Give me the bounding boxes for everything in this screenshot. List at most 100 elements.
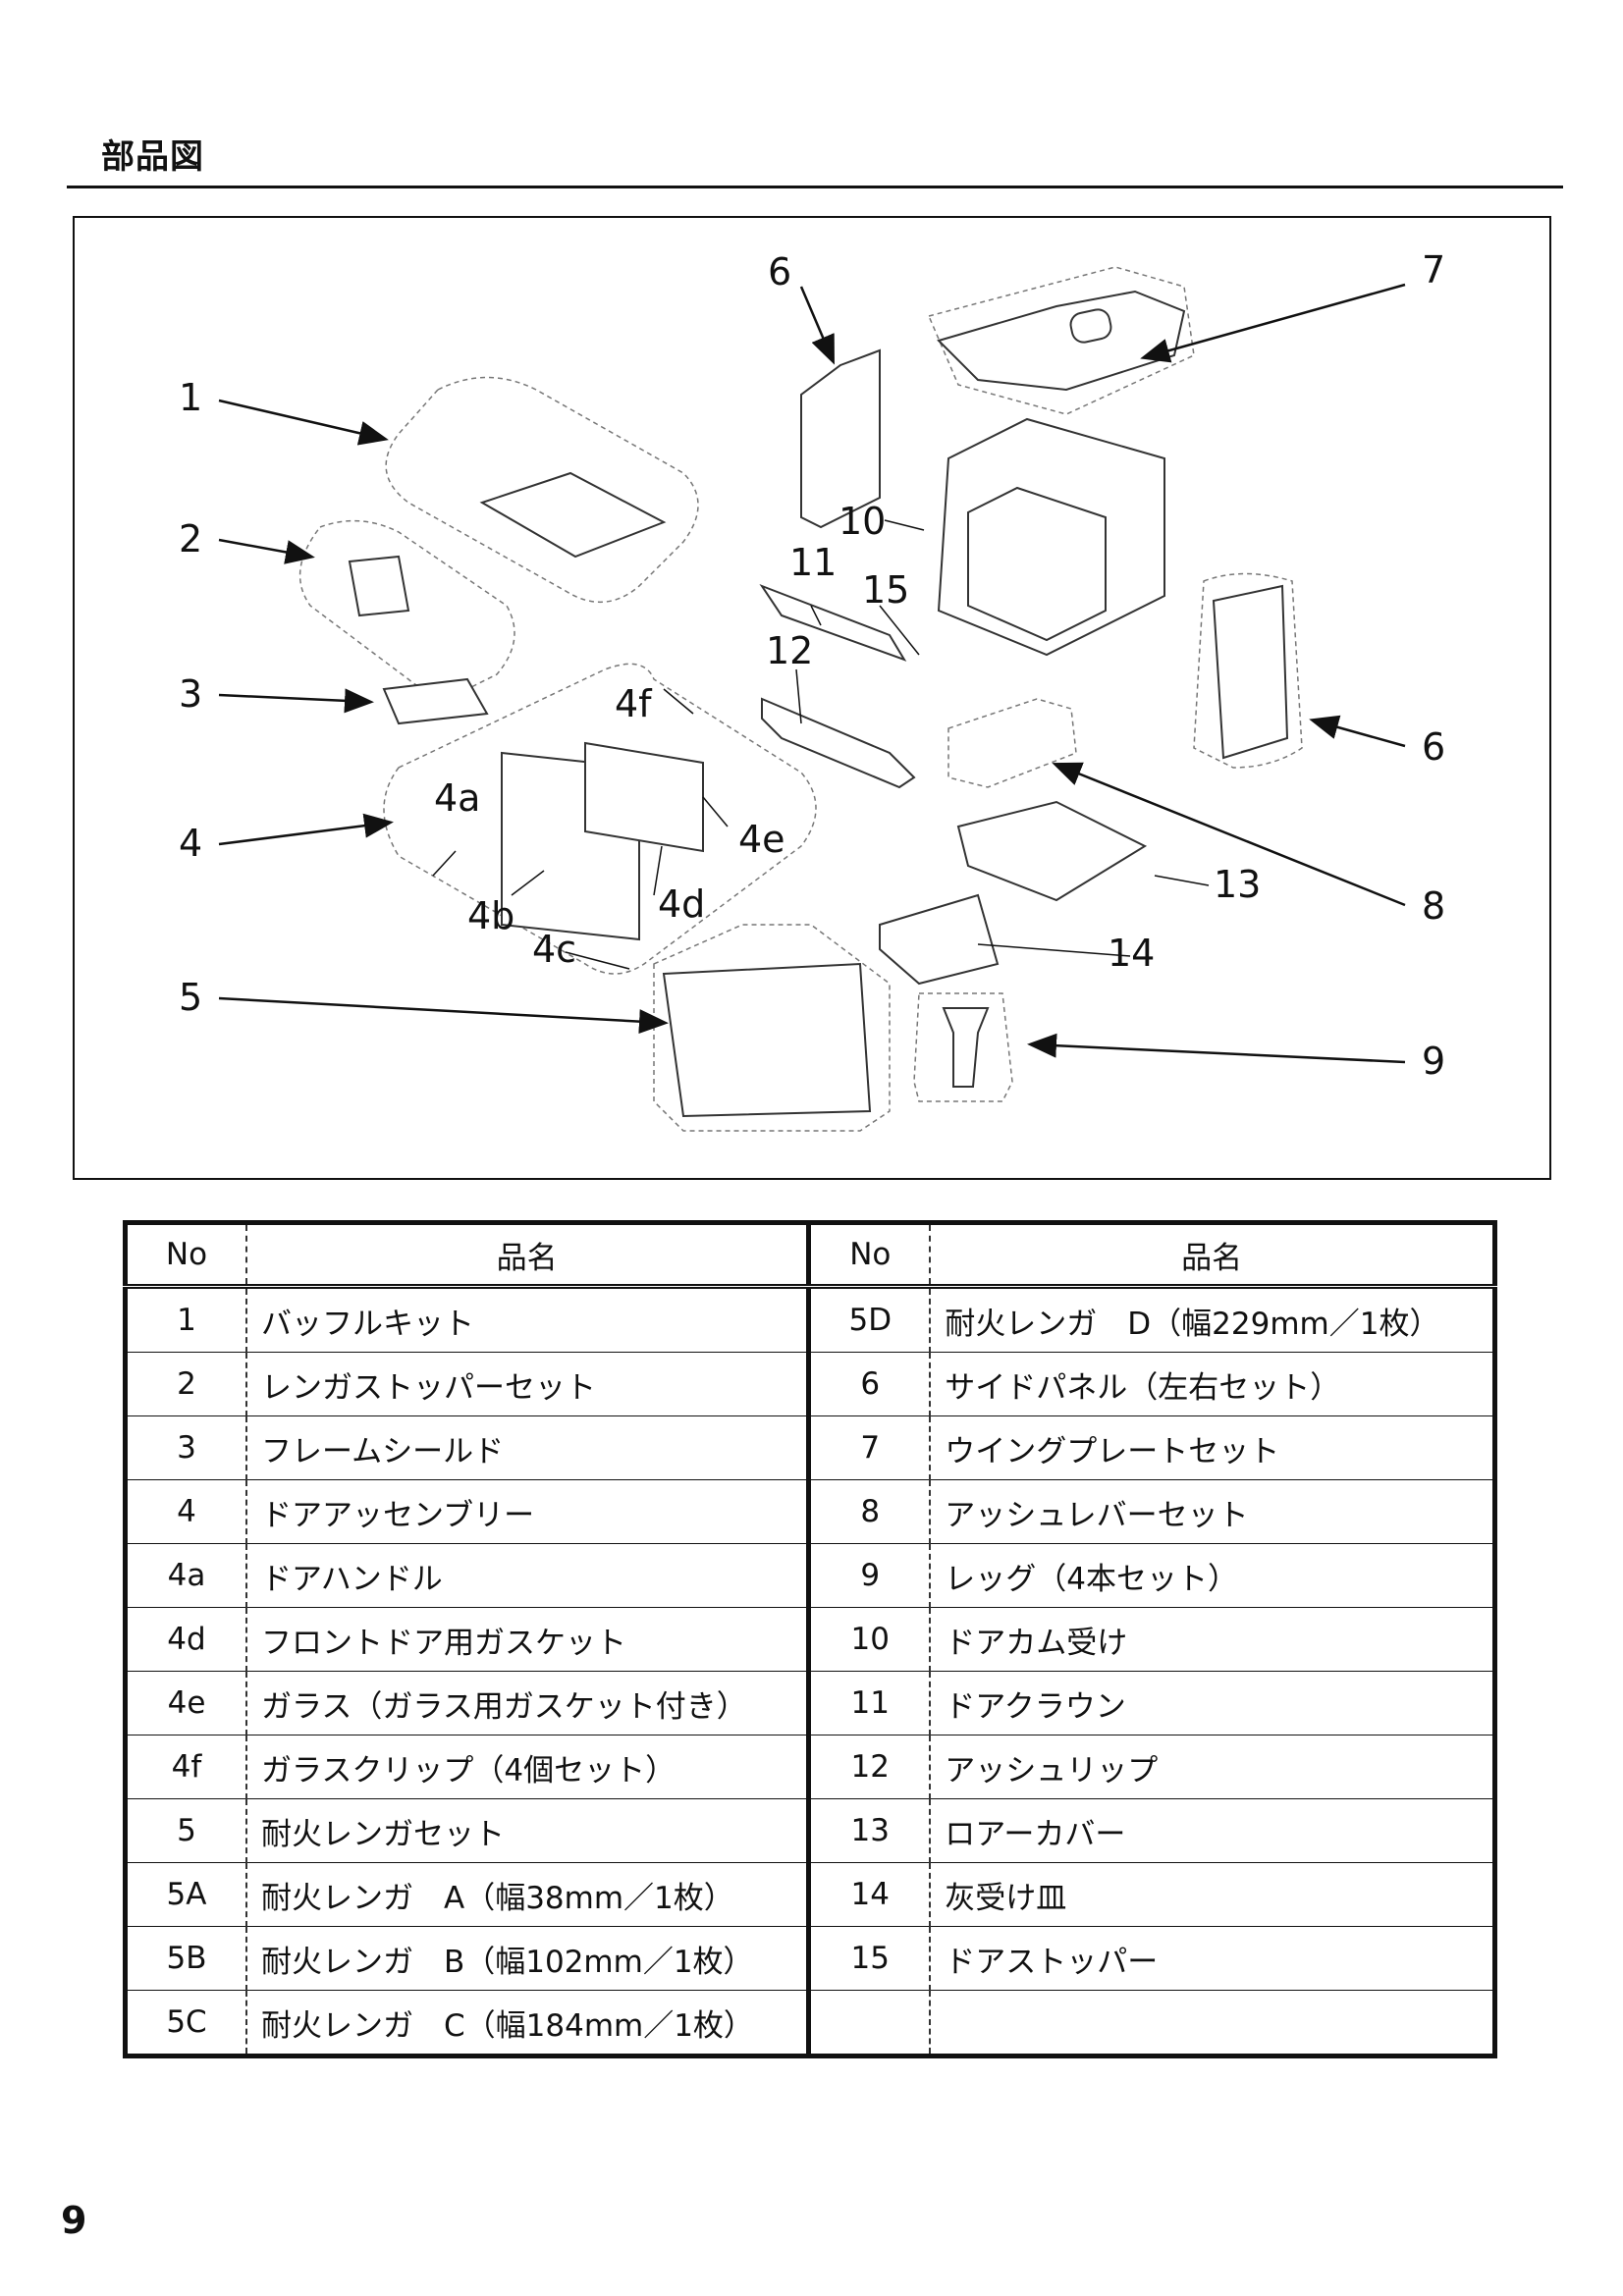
callout-10: 10 (839, 500, 887, 543)
part-name: ドアアッセンブリー (246, 1479, 812, 1544)
group-outline-brick-stopper (298, 519, 515, 696)
table-row: 4d フロントドア用ガスケット 10 ドアカム受け (125, 1607, 1495, 1672)
part-name: ロアーカバー (930, 1798, 1495, 1863)
part-name: ドアストッパー (930, 1926, 1495, 1991)
callout-8: 8 (1422, 884, 1446, 928)
part-no (808, 1990, 932, 2056)
part-name: 耐火レンガ D（幅229mm／1枚） (930, 1286, 1495, 1353)
table-row: 1 バッフルキット 5D 耐火レンガ D（幅229mm／1枚） (125, 1286, 1495, 1353)
header-name-right: 品名 (930, 1222, 1495, 1289)
door-crown-shape (759, 583, 907, 662)
callout-14: 14 (1108, 932, 1156, 975)
callout-4b: 4b (467, 894, 515, 937)
part-no: 6 (808, 1352, 932, 1416)
header-no-left: No (125, 1222, 247, 1289)
group-outline-ash-lever (947, 698, 1077, 788)
page-number: 9 (61, 2199, 87, 2242)
baffle-board-shape (479, 471, 667, 559)
part-name: バッフルキット (246, 1286, 812, 1353)
firebrick-shape (662, 962, 872, 1118)
leg-shape (942, 1007, 990, 1088)
table-row: 5A 耐火レンガ A（幅38mm／1枚） 14 灰受け皿 (125, 1862, 1495, 1927)
lower-cover-shape (956, 800, 1148, 902)
part-name: ウイングプレートセット (930, 1415, 1495, 1480)
part-name: ドアカム受け (930, 1607, 1495, 1672)
group-outline-wing-plate (927, 266, 1195, 415)
part-no: 10 (808, 1607, 932, 1672)
callout-9: 9 (1422, 1040, 1446, 1083)
group-outline-side-panel-right (1193, 572, 1303, 769)
brick-stopper-shape (348, 555, 410, 617)
callout-4a: 4a (434, 776, 481, 820)
part-no: 8 (808, 1479, 932, 1544)
callout-2: 2 (179, 517, 203, 561)
part-no: 5D (808, 1286, 932, 1353)
part-no: 2 (125, 1352, 247, 1416)
exploded-parts-diagram: 1 2 3 4 4a 4b 4c 4d 4e 4f 5 6 7 10 11 12… (73, 216, 1551, 1180)
part-no: 13 (808, 1798, 932, 1863)
part-no: 15 (808, 1926, 932, 1991)
part-no: 5A (125, 1862, 247, 1927)
table-row: 4 ドアアッセンブリー 8 アッシュレバーセット (125, 1479, 1495, 1544)
part-name: サイドパネル（左右セット） (930, 1352, 1495, 1416)
callout-5: 5 (179, 976, 203, 1019)
part-name: 耐火レンガ C（幅184mm／1枚） (246, 1990, 812, 2056)
table-header-row: No 品名 No 品名 (125, 1222, 1495, 1289)
group-outline-firebrick (653, 924, 891, 1132)
part-name: ガラス（ガラス用ガスケット付き） (246, 1671, 812, 1735)
callout-13: 13 (1214, 863, 1262, 906)
ash-pan-shape (879, 893, 1000, 986)
part-name: フレームシールド (246, 1415, 812, 1480)
side-panel-right-shape (1212, 584, 1289, 760)
part-name: アッシュリップ (930, 1735, 1495, 1799)
table-row: 5 耐火レンガセット 13 ロアーカバー (125, 1798, 1495, 1863)
part-no: 9 (808, 1543, 932, 1608)
part-no: 14 (808, 1862, 932, 1927)
page-title: 部品図 (101, 137, 204, 177)
flame-shield-shape (382, 677, 489, 725)
callout-12: 12 (766, 629, 814, 672)
callout-15: 15 (862, 568, 910, 612)
part-name: 耐火レンガ B（幅102mm／1枚） (246, 1926, 812, 1991)
part-no: 4a (125, 1543, 247, 1608)
callout-4d: 4d (658, 882, 706, 926)
part-no: 4d (125, 1607, 247, 1672)
part-no: 7 (808, 1415, 932, 1480)
stove-door-opening (967, 486, 1107, 642)
table-row: 4f ガラスクリップ（4個セット） 12 アッシュリップ (125, 1735, 1495, 1799)
table-row: 2 レンガストッパーセット 6 サイドパネル（左右セット） (125, 1352, 1495, 1416)
part-no: 3 (125, 1415, 247, 1480)
part-name: ドアハンドル (246, 1543, 812, 1608)
callout-4: 4 (179, 822, 203, 865)
callout-4c: 4c (532, 928, 577, 971)
part-name: ガラスクリップ（4個セット） (246, 1735, 812, 1799)
title-rule (67, 186, 1563, 188)
part-no: 4f (125, 1735, 247, 1799)
parts-table: No 品名 No 品名 1 バッフルキット 5D 耐火レンガ D（幅229mm／… (123, 1220, 1497, 2058)
door-glass-shape (584, 741, 704, 853)
callout-6-right: 6 (1422, 725, 1446, 769)
wing-plate-shape (937, 290, 1186, 392)
callout-11: 11 (789, 541, 838, 584)
side-panel-left-shape (800, 348, 881, 529)
callout-4f: 4f (615, 682, 652, 725)
part-no: 12 (808, 1735, 932, 1799)
part-name: 灰受け皿 (930, 1862, 1495, 1927)
callout-3: 3 (179, 672, 203, 716)
table-row: 3 フレームシールド 7 ウイングプレートセット (125, 1415, 1495, 1480)
header-name-left: 品名 (246, 1222, 812, 1289)
table-row: 4e ガラス（ガラス用ガスケット付き） 11 ドアクラウン (125, 1671, 1495, 1735)
callout-6-top: 6 (768, 250, 792, 294)
part-no: 5 (125, 1798, 247, 1863)
part-name: レンガストッパーセット (246, 1352, 812, 1416)
part-name: 耐火レンガ A（幅38mm／1枚） (246, 1862, 812, 1927)
part-no: 11 (808, 1671, 932, 1735)
callout-4e: 4e (738, 818, 785, 861)
group-outline-door (383, 663, 817, 975)
header-no-right: No (808, 1222, 932, 1289)
table-row: 5B 耐火レンガ B（幅102mm／1枚） 15 ドアストッパー (125, 1926, 1495, 1991)
ash-lip-shape (761, 697, 916, 789)
part-name (930, 1991, 1494, 2056)
table-row: 5C 耐火レンガ C（幅184mm／1枚） (125, 1990, 1495, 2056)
diagram-drawing (218, 266, 1406, 1132)
